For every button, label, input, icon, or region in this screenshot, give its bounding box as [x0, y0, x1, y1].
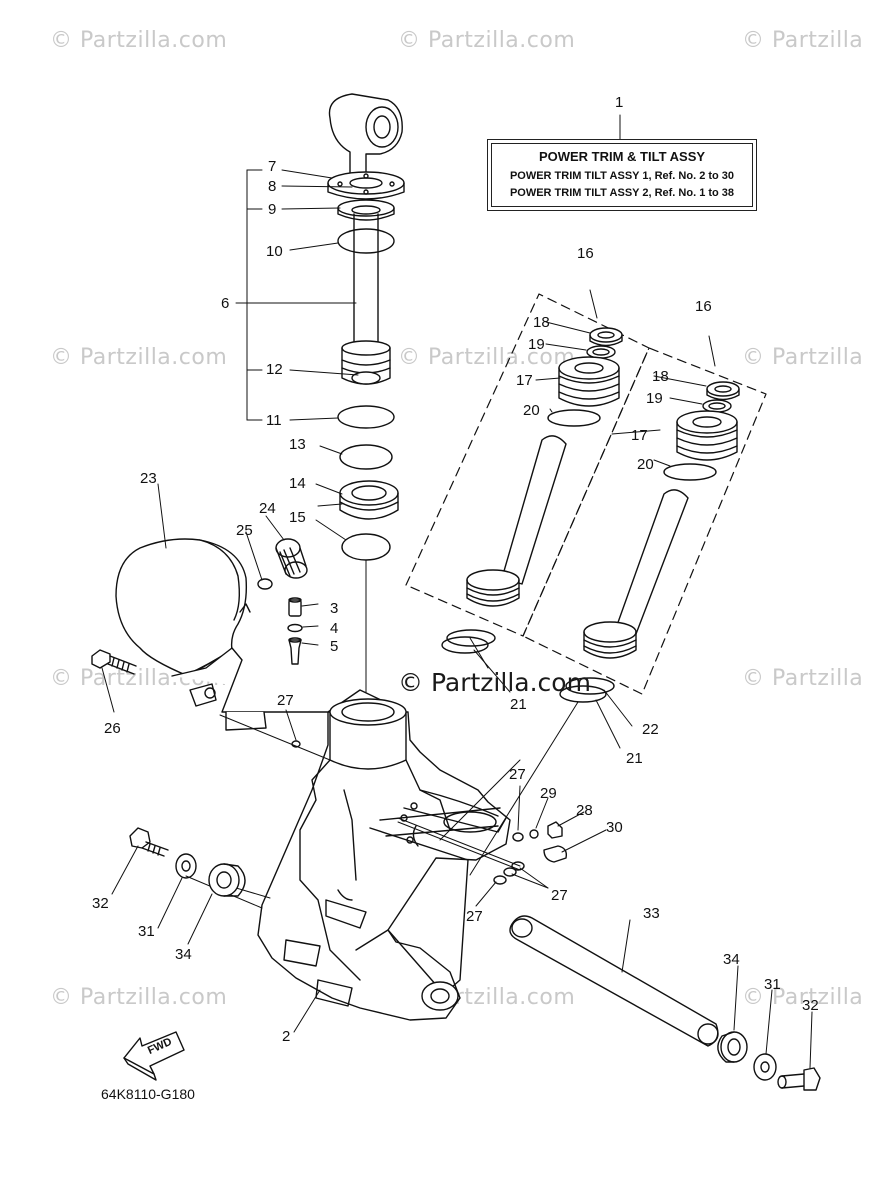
cylinder-cap — [327, 171, 405, 221]
piston-rod — [353, 213, 379, 351]
callout-4: 4 — [330, 620, 339, 637]
callout-12: 12 — [266, 361, 283, 378]
o-ring-11 — [337, 405, 395, 429]
bolt-32-right — [777, 1067, 821, 1091]
center-watermark: © Partzilla.com — [398, 668, 591, 697]
callout-24: 24 — [259, 500, 276, 517]
watermark: © Partzilla.com — [398, 345, 576, 370]
callout-17a: 17 — [516, 372, 533, 389]
tilt-tube-33 — [509, 915, 719, 1047]
callout-27b: 27 — [509, 766, 526, 783]
callout-32b: 32 — [802, 997, 819, 1014]
callout-21a: 21 — [510, 696, 527, 713]
callout-6: 6 — [221, 295, 230, 312]
diagram-code: 64K8110-G180 — [101, 1086, 195, 1102]
watermark: © Partzilla — [742, 345, 864, 370]
callout-22: 22 — [642, 721, 659, 738]
callout-15: 15 — [289, 509, 306, 526]
callout-25: 25 — [236, 522, 253, 539]
o-ring-15 — [341, 533, 391, 561]
callout-30: 30 — [606, 819, 623, 836]
watermark: © Partzilla — [742, 985, 864, 1010]
assembly-title: POWER TRIM & TILT ASSY — [538, 149, 706, 164]
callout-13: 13 — [289, 436, 306, 453]
assembly-info-inner — [491, 143, 753, 207]
bolt-32-left — [129, 827, 169, 857]
assembly-line-1: POWER TRIM TILT ASSY 1, Ref. No. 2 to 30 — [509, 170, 735, 182]
fwd-arrow-icon — [123, 1031, 185, 1081]
leader-lines — [101, 321, 813, 1069]
watermark: © Partzilla — [742, 666, 864, 691]
main-housing-2 — [171, 647, 521, 1021]
ref-bracket — [235, 114, 621, 541]
piston — [341, 340, 391, 385]
callout-18b: 18 — [652, 368, 669, 385]
callout-16a: 16 — [577, 245, 594, 262]
callout-20a: 20 — [523, 402, 540, 419]
callout-5: 5 — [330, 638, 339, 655]
bushing-34-left — [208, 863, 246, 897]
trim-kit-1-parts — [441, 327, 623, 654]
callout-19b: 19 — [646, 390, 663, 407]
washer-31-right — [753, 1053, 777, 1081]
backup-ring-13 — [339, 444, 393, 470]
watermark: © Partzilla — [742, 28, 864, 53]
washer-31-left — [175, 853, 197, 879]
callout-28: 28 — [576, 802, 593, 819]
callout-1: 1 — [615, 94, 624, 111]
callout-23: 23 — [140, 470, 157, 487]
callout-32a: 32 — [92, 895, 109, 912]
callout-14: 14 — [289, 475, 306, 492]
valve-parts-3-5 — [287, 597, 303, 665]
callout-19a: 19 — [528, 336, 545, 353]
assembly-line-2: POWER TRIM TILT ASSY 2, Ref. No. 1 to 38 — [509, 187, 735, 199]
callout-7: 7 — [268, 158, 277, 175]
bushing-34-right — [717, 1031, 748, 1063]
tilt-rod-eye — [328, 93, 403, 179]
callout-27d: 27 — [466, 908, 483, 925]
watermark: © Partzilla.com — [50, 985, 228, 1010]
callout-29: 29 — [540, 785, 557, 802]
callout-18a: 18 — [533, 314, 550, 331]
connector-lines — [185, 701, 579, 909]
bolt-26 — [91, 649, 137, 675]
seal-14 — [339, 480, 399, 520]
callout-3: 3 — [330, 600, 339, 617]
callout-26: 26 — [104, 720, 121, 737]
callout-34b: 34 — [723, 951, 740, 968]
o-ring-10 — [337, 228, 395, 254]
watermark: © Partzilla.com — [50, 345, 228, 370]
trim-kit-frame-1 — [405, 293, 767, 695]
callout-16b: 16 — [695, 298, 712, 315]
callout-27c: 27 — [551, 887, 568, 904]
o-ring-25 — [257, 578, 273, 590]
callout-21b: 21 — [626, 750, 643, 767]
callout-2: 2 — [282, 1028, 291, 1045]
callout-9: 9 — [268, 201, 277, 218]
callout-31b: 31 — [764, 976, 781, 993]
callout-10: 10 — [266, 243, 283, 260]
callout-11: 11 — [266, 412, 282, 429]
callout-8: 8 — [268, 178, 277, 195]
assembly-info-box: POWER TRIM & TILT ASSY POWER TRIM TILT A… — [487, 139, 757, 211]
callout-20b: 20 — [637, 456, 654, 473]
callout-17b: 17 — [631, 427, 648, 444]
callout-27a: 27 — [277, 692, 294, 709]
trim-kit-2-parts — [559, 381, 740, 703]
watermark: © Partzilla.com — [398, 28, 576, 53]
watermark: © Partzilla.com — [50, 28, 228, 53]
callout-33: 33 — [643, 905, 660, 922]
bearing-24 — [275, 538, 308, 579]
callout-31a: 31 — [138, 923, 155, 940]
callout-34a: 34 — [175, 946, 192, 963]
